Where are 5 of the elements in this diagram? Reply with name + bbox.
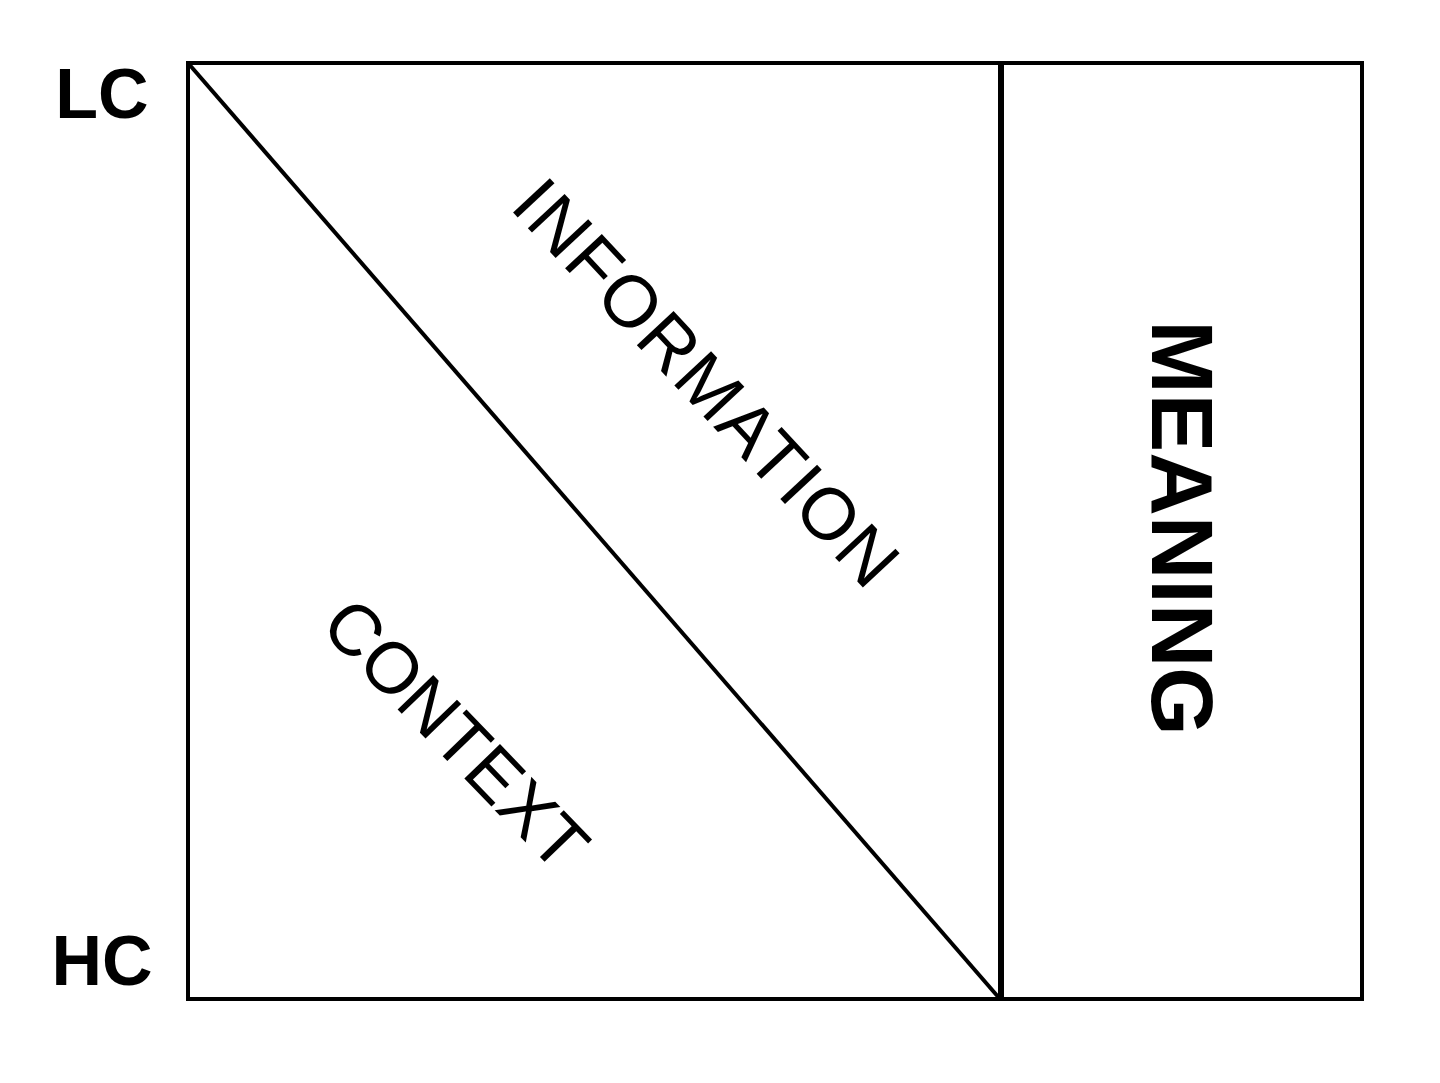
region-label: MEANING	[1138, 320, 1226, 736]
diagonally-split-box	[186, 61, 1002, 1001]
rectangle-box	[1000, 61, 1364, 1001]
corner-label: HC	[51, 926, 153, 996]
corner-label: LC	[55, 59, 149, 129]
